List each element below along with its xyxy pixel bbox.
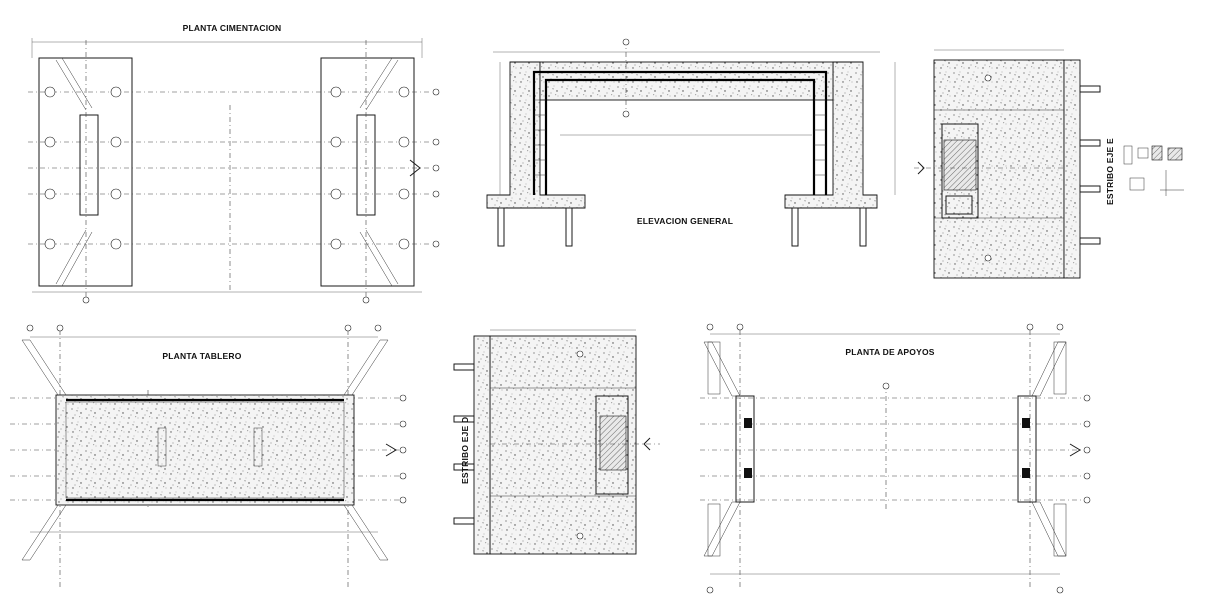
bearing-wing-walls <box>703 341 1067 557</box>
bearing-north-arrow-icon <box>1069 443 1081 457</box>
bearing-plan-view: PLANTA DE APOYOS <box>700 323 1091 594</box>
bearing-seat-d <box>595 395 629 495</box>
reinforcement-bars <box>532 70 828 195</box>
bearing-pad <box>943 139 977 191</box>
left-abutment <box>486 61 586 209</box>
axis-d-stirrup-title: ESTRIBO EJE D <box>460 417 470 484</box>
general-elevation-title: ELEVACION GENERAL <box>637 216 733 226</box>
reinforcement-detail <box>1123 145 1184 196</box>
bearing-pad-d <box>599 415 627 471</box>
foundation-grid-lines <box>28 40 432 298</box>
north-arrow-icon <box>409 159 421 177</box>
deck-slab-plan <box>55 394 355 506</box>
stirrups <box>534 99 826 176</box>
general-elevation-view: ELEVACION GENERAL <box>486 38 896 247</box>
stirrup-e-piles <box>1079 85 1101 245</box>
right-abutment <box>784 61 878 209</box>
stirrup-e-back-wall <box>1063 59 1081 279</box>
deck-plan-view: PLANTA TABLERO <box>10 324 407 590</box>
bearing-pads <box>744 418 1030 478</box>
section-arrow-d-icon <box>643 437 651 451</box>
axis-d-stirrup-view: ESTRIBO EJE D <box>453 329 660 555</box>
section-arrow-icon <box>917 161 925 175</box>
bearing-seat <box>941 123 979 219</box>
axis-e-stirrup-title: ESTRIBO EJE E <box>1105 138 1115 205</box>
right-footing <box>320 57 415 287</box>
elevation-piles <box>497 207 867 247</box>
bearing-grid-lines <box>700 330 1090 588</box>
deck-north-arrow-icon <box>385 443 397 457</box>
right-bearing-beam <box>1017 395 1037 503</box>
foundation-plan-view: PLANTA CIMENTACION <box>28 23 440 304</box>
deck-plan-title: PLANTA TABLERO <box>162 351 241 361</box>
stirrup-d-back-wall <box>473 335 491 555</box>
foundation-plan-title: PLANTA CIMENTACION <box>183 23 282 33</box>
deck-axis-bubbles <box>26 324 407 504</box>
left-bearing-beam <box>735 395 755 503</box>
axis-bubbles <box>82 88 440 304</box>
bearing-plan-title: PLANTA DE APOYOS <box>845 347 934 357</box>
pile-markers <box>44 86 410 250</box>
wing-walls <box>55 57 399 287</box>
deck-wing-walls <box>21 339 389 561</box>
left-wall-outline <box>79 114 99 216</box>
left-footing <box>38 57 133 287</box>
axis-e-stirrup-view: ESTRIBO EJE E <box>914 49 1184 279</box>
stirrup-d-piles <box>453 363 475 525</box>
bearing-axis-bubbles <box>706 323 1091 594</box>
